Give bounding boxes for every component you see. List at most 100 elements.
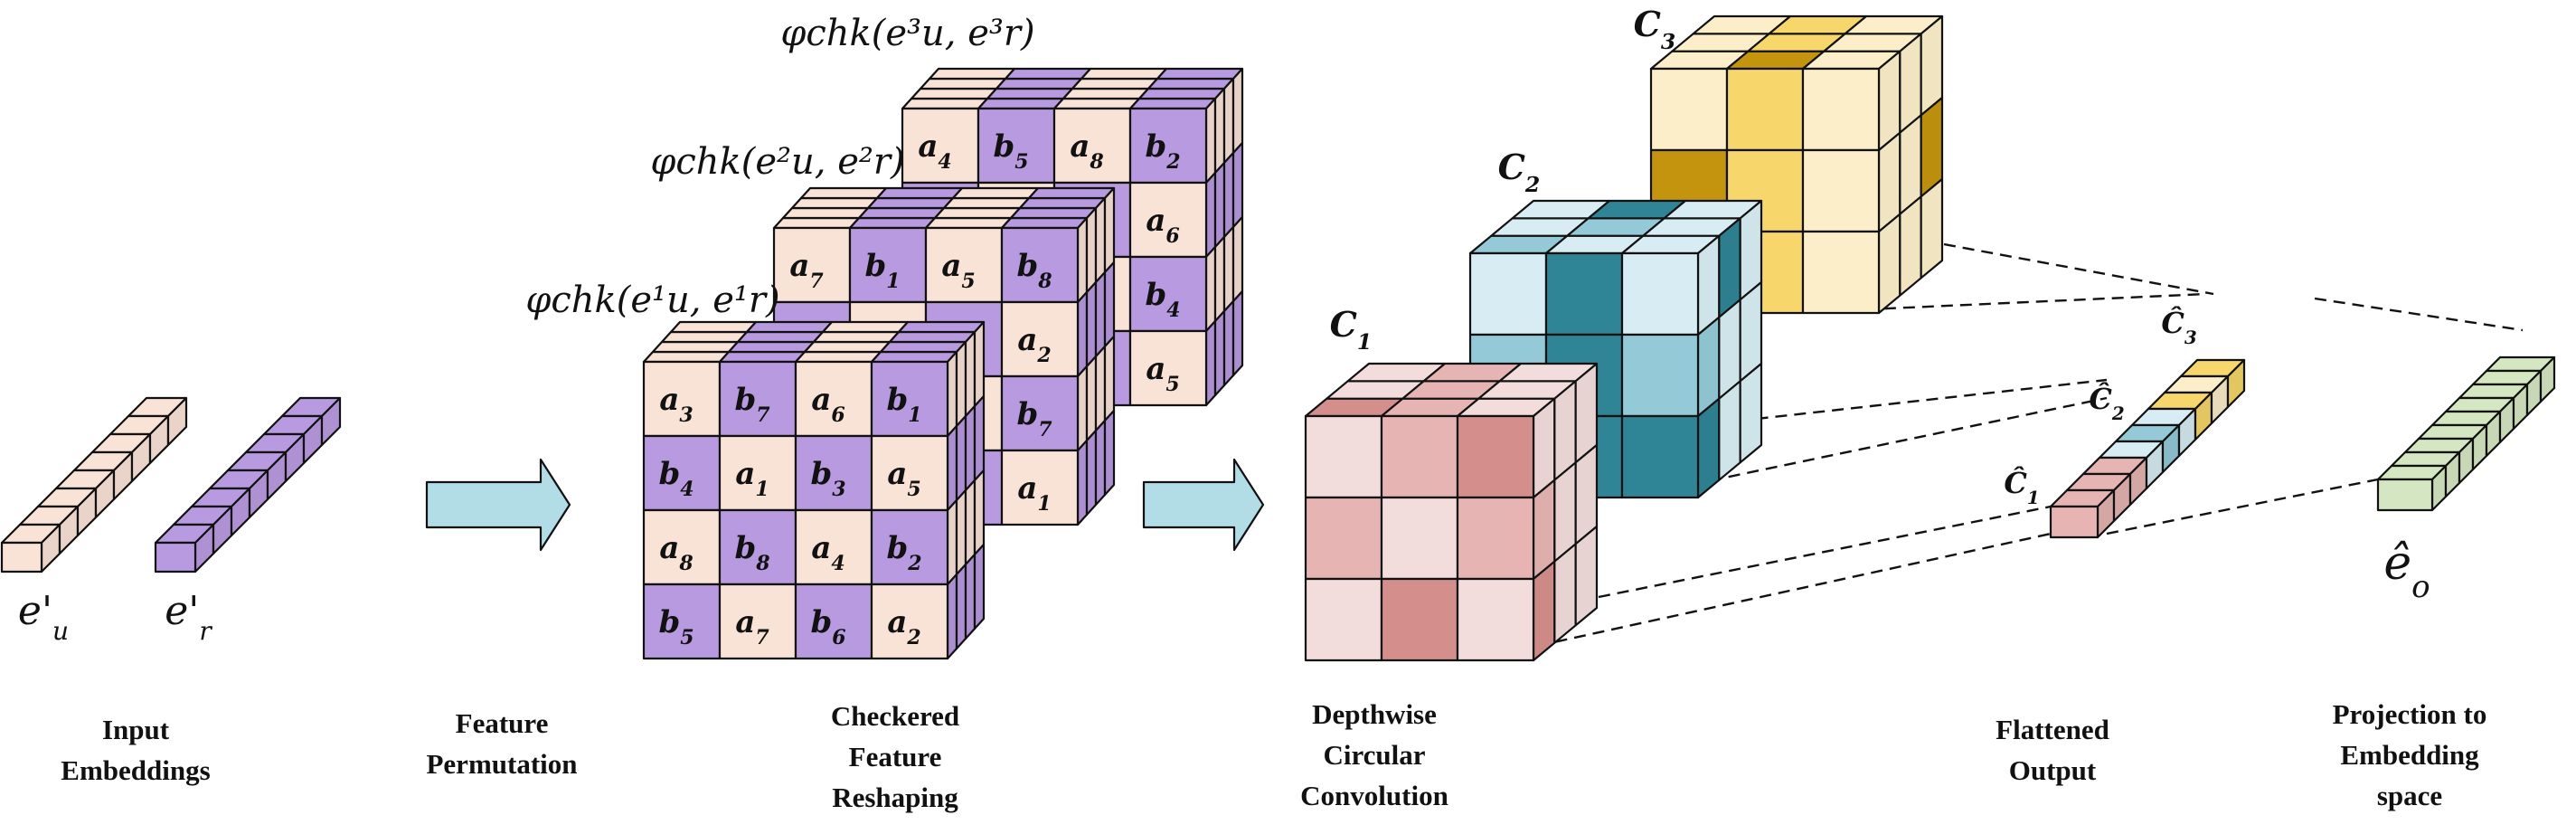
phi-label-1: φchk(e¹u, e¹r) bbox=[525, 280, 779, 321]
channel-cube-c1-front-cell bbox=[1380, 414, 1459, 499]
grid-front-cell-label: b7 bbox=[734, 382, 770, 427]
grid-back-side-cell bbox=[1231, 289, 1244, 377]
channel-cube-c2-side-cell bbox=[1718, 380, 1741, 481]
grid-front-side-cell bbox=[946, 350, 958, 438]
channel-label-c3: C3 bbox=[1634, 4, 1676, 54]
stage-label-input-embeddings: Input Embeddings bbox=[61, 714, 211, 786]
grid-front-side-cell bbox=[964, 479, 977, 566]
grid-front-cell-label: a1 bbox=[735, 456, 769, 501]
grid-back-cell-label: a8 bbox=[1070, 128, 1103, 174]
grid-front-side-cell bbox=[964, 553, 977, 640]
grid-back-top-cell bbox=[1128, 97, 1217, 110]
grid-middle-cell-label: a5 bbox=[941, 248, 975, 293]
grid-back-top-cell bbox=[1062, 87, 1150, 100]
grid-middle-side-cell bbox=[1103, 186, 1116, 274]
grid-middle-top-cell bbox=[857, 206, 946, 220]
grid-front-top-cell bbox=[736, 330, 825, 344]
grid-middle-cell-label: a7 bbox=[789, 248, 824, 293]
grid-middle-side-cell bbox=[1076, 439, 1089, 526]
grid-middle-top-cell bbox=[866, 196, 955, 210]
grid-back-cell-label: a5 bbox=[1146, 351, 1179, 396]
channel-cube-c3-front-cell bbox=[1801, 230, 1881, 315]
grid-back-side-cell bbox=[1222, 151, 1235, 239]
grid-front-top-cell bbox=[660, 330, 749, 344]
grid-front-side-cell bbox=[955, 488, 967, 576]
stage-label-projection: Projection to Embedding space bbox=[2332, 698, 2487, 811]
grid-back-cell-label: b2 bbox=[1145, 128, 1180, 174]
grid-back-top-cell bbox=[986, 87, 1074, 100]
grid-middle-side-cell bbox=[1103, 261, 1116, 348]
grid-front-side-cell bbox=[946, 424, 958, 512]
grid-front-side-cell bbox=[946, 498, 958, 586]
stage-label-flattened-output: Flattened Output bbox=[1996, 714, 2109, 786]
grid-middle-side-cell bbox=[1076, 290, 1089, 378]
grid-front-cell-label: a6 bbox=[811, 382, 845, 427]
channel-cube-c1-front-cell bbox=[1456, 414, 1535, 499]
channel-cube-c1-front-cell bbox=[1304, 414, 1383, 499]
connector-c2-bottom bbox=[1672, 396, 2108, 490]
grid-middle-top-cell bbox=[1027, 186, 1116, 200]
grid-middle-top-cell bbox=[1000, 216, 1089, 230]
grid-middle-side-cell bbox=[1085, 355, 1098, 442]
channel-cube-c2-front-cell bbox=[1620, 414, 1700, 499]
grid-middle-top-cell bbox=[875, 186, 964, 200]
grid-middle-side-cell bbox=[1094, 419, 1107, 507]
relation-embedding-bar-front bbox=[154, 541, 197, 573]
grid-back-side-cell bbox=[1204, 245, 1217, 333]
grid-back-side-cell bbox=[1222, 77, 1235, 165]
grid-back-side-cell bbox=[1213, 161, 1226, 249]
relation-embedding-bar-side bbox=[320, 396, 342, 447]
grid-middle-top-cell bbox=[772, 216, 861, 230]
grid-middle-side-cell bbox=[1094, 270, 1107, 358]
channel-cube-c3-side-cell bbox=[1877, 213, 1901, 315]
channel-cube-c2-side-cell bbox=[1696, 397, 1721, 499]
grid-back-side-cell bbox=[1213, 309, 1226, 397]
grid-front-cell-label: b1 bbox=[886, 382, 921, 427]
flattened-label-c1: Ĉ1 bbox=[2004, 466, 2039, 508]
flattened-label-c3: Ĉ3 bbox=[2161, 306, 2196, 348]
grid-front-cell-label: b4 bbox=[658, 456, 694, 501]
convolution-arrow bbox=[1142, 458, 1265, 552]
channel-label-c1: C1 bbox=[1330, 304, 1373, 355]
channel-cube-c2-front-cell bbox=[1620, 333, 1700, 418]
connector-proj-bottom bbox=[2106, 478, 2379, 535]
grid-back-top-cell bbox=[1052, 97, 1141, 110]
grid-middle-cell-label: b1 bbox=[864, 248, 900, 293]
grid-front-cell-label: b2 bbox=[886, 530, 921, 575]
grid-middle-side-cell bbox=[1085, 206, 1098, 294]
stage-label-checkered-reshaping: Checkered Feature Reshaping bbox=[830, 700, 960, 813]
grid-middle-top-cell bbox=[848, 216, 937, 230]
user-embedding-bar bbox=[0, 396, 188, 573]
grid-middle-side-cell bbox=[1094, 345, 1107, 432]
grid-back-top-cell bbox=[1004, 67, 1092, 81]
projected-embedding-bar-side bbox=[2539, 355, 2556, 403]
grid-front-top-cell bbox=[794, 350, 882, 364]
grid-back-top-cell bbox=[995, 77, 1083, 90]
channel-cube-c1-front-cell bbox=[1304, 577, 1383, 662]
grid-front-side-cell bbox=[946, 573, 958, 660]
channel-cube-c1-front-cell bbox=[1380, 577, 1459, 662]
phi-label-3: φchk(e³u, e³r) bbox=[780, 13, 1034, 54]
grid-front-top-cell bbox=[727, 340, 816, 354]
grid-front-top-cell bbox=[642, 350, 731, 364]
grid-front-side-cell bbox=[964, 330, 977, 418]
channel-cube-c3-front-cell bbox=[1801, 67, 1881, 152]
grid-front-cell-label: b6 bbox=[810, 604, 845, 649]
grid-back-side-cell bbox=[1204, 97, 1217, 185]
grid-back-side-cell bbox=[1231, 215, 1244, 303]
channel-cube-c3-front-cell bbox=[1725, 67, 1805, 152]
grid-front-top-cell bbox=[812, 330, 901, 344]
channel-cube-c1-front-cell bbox=[1304, 496, 1383, 581]
grid-back-side-cell bbox=[1231, 67, 1244, 155]
grid-middle-top-cell bbox=[933, 206, 1022, 220]
phi-label-2: φchk(e²u, e²r) bbox=[650, 141, 904, 183]
channel-label-c2: C2 bbox=[1498, 147, 1541, 197]
grid-front-side-cell bbox=[973, 394, 986, 482]
connector-c3-top bbox=[1943, 242, 2214, 296]
flattened-label-c2: Ĉ2 bbox=[2089, 382, 2124, 424]
flattened-side-cell bbox=[2226, 358, 2246, 409]
channel-cube-c1-front-cell bbox=[1456, 496, 1535, 581]
user-embedding-bar-front bbox=[0, 541, 43, 573]
grid-middle-side-cell bbox=[1076, 216, 1089, 304]
